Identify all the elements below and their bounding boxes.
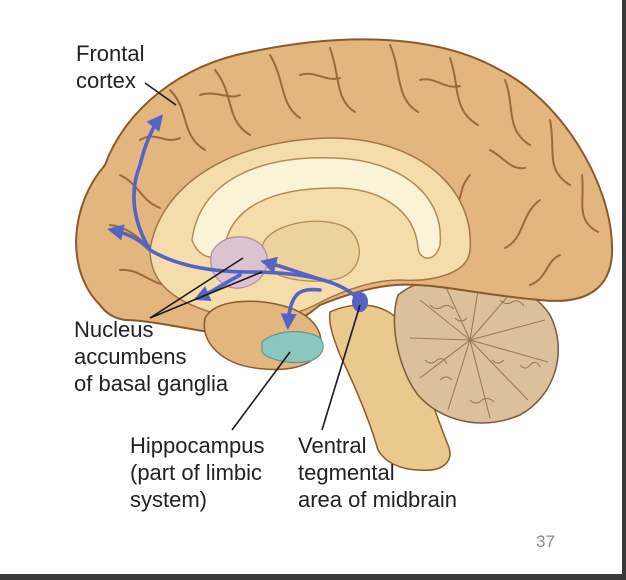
label-vta-line3: area of midbrain — [298, 487, 457, 512]
nucleus-accumbens-region — [210, 236, 268, 289]
label-nucleus-accumbens-line1: Nucleus — [74, 317, 154, 342]
pathway-branch-frontal — [107, 224, 152, 252]
label-vta: Ventral tegmental area of midbrain — [298, 432, 457, 513]
label-hippocampus-line3: system) — [130, 487, 207, 512]
page-number: 37 — [536, 532, 555, 551]
leader-vta — [321, 304, 361, 431]
cortex-sulci — [109, 44, 599, 287]
leader-nucleus-accumbens-1 — [149, 257, 244, 319]
leader-frontal-cortex — [144, 82, 177, 106]
label-hippocampus-line1: Hippocampus — [130, 433, 265, 458]
hippocampus-region — [261, 331, 324, 364]
bottom-edge-bar — [0, 574, 626, 580]
label-hippocampus-line2: (part of limbic — [130, 460, 263, 485]
label-vta-line2: tegmental — [298, 460, 395, 485]
label-frontal-cortex-line1: Frontal — [76, 41, 145, 66]
label-leader-lines — [144, 82, 361, 431]
dopamine-pathways — [107, 114, 362, 330]
leader-hippocampus — [231, 351, 291, 431]
label-vta-line1: Ventral — [298, 433, 367, 458]
right-edge-bar — [622, 0, 626, 580]
pathway-branch-hippocampus — [280, 287, 322, 330]
label-frontal-cortex: Frontal cortex — [76, 40, 144, 94]
label-nucleus-accumbens-line3: of basal ganglia — [74, 371, 229, 396]
label-hippocampus: Hippocampus (part of limbic system) — [130, 432, 265, 513]
leader-nucleus-accumbens-2 — [149, 271, 263, 319]
label-nucleus-accumbens-line2: accumbens — [74, 344, 187, 369]
corpus-callosum — [191, 157, 442, 259]
cerebellum — [393, 274, 559, 424]
label-nucleus-accumbens: Nucleus accumbens of basal ganglia — [74, 316, 228, 397]
pathway-branch-thalamus — [260, 256, 332, 284]
label-frontal-cortex-line2: cortex — [76, 68, 136, 93]
